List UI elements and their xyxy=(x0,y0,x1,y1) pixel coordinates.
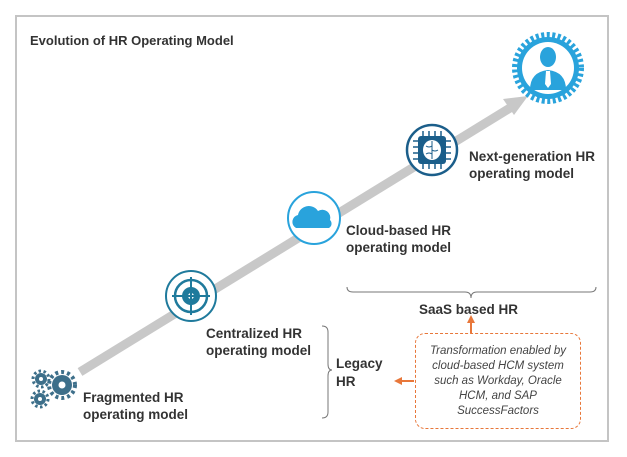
stage-next-gen: Next-generation HR operating model xyxy=(469,148,595,182)
transformation-note: Transformation enabled by cloud-based HC… xyxy=(415,333,581,429)
arrow-to-saas xyxy=(467,315,475,333)
stage-label: Cloud-based HR xyxy=(346,223,452,238)
stage-cloud: Cloud-based HR operating model xyxy=(346,222,451,256)
gears-icon xyxy=(30,369,77,409)
stage-label: operating model xyxy=(83,407,189,422)
stage-label: Next-generation HR xyxy=(469,149,596,164)
stage-label: operating model xyxy=(469,166,575,181)
legacy-line: HR xyxy=(336,374,356,389)
note-text: Transformation enabled by cloud-based HC… xyxy=(430,344,566,417)
saas-brace xyxy=(346,286,597,299)
person-gear-icon xyxy=(512,32,584,104)
stage-label: Centralized HR xyxy=(206,326,303,341)
stage-label: Fragmented HR xyxy=(83,390,184,405)
diagram-title: Evolution of HR Operating Model xyxy=(30,33,234,48)
stage-label: operating model xyxy=(346,240,452,255)
cloud-icon xyxy=(287,191,341,245)
stage-label: operating model xyxy=(206,343,312,358)
saas-hr-label: SaaS based HR xyxy=(419,302,519,317)
chip-brain-icon xyxy=(405,123,459,177)
stage-centralized: Centralized HR operating model xyxy=(206,325,311,359)
legacy-line: Legacy xyxy=(336,356,383,371)
diagram-frame xyxy=(15,15,609,442)
arrow-to-legacy xyxy=(394,377,414,385)
legacy-brace xyxy=(321,325,333,419)
stage-fragmented: Fragmented HR operating model xyxy=(83,389,188,423)
target-icon xyxy=(165,270,217,322)
